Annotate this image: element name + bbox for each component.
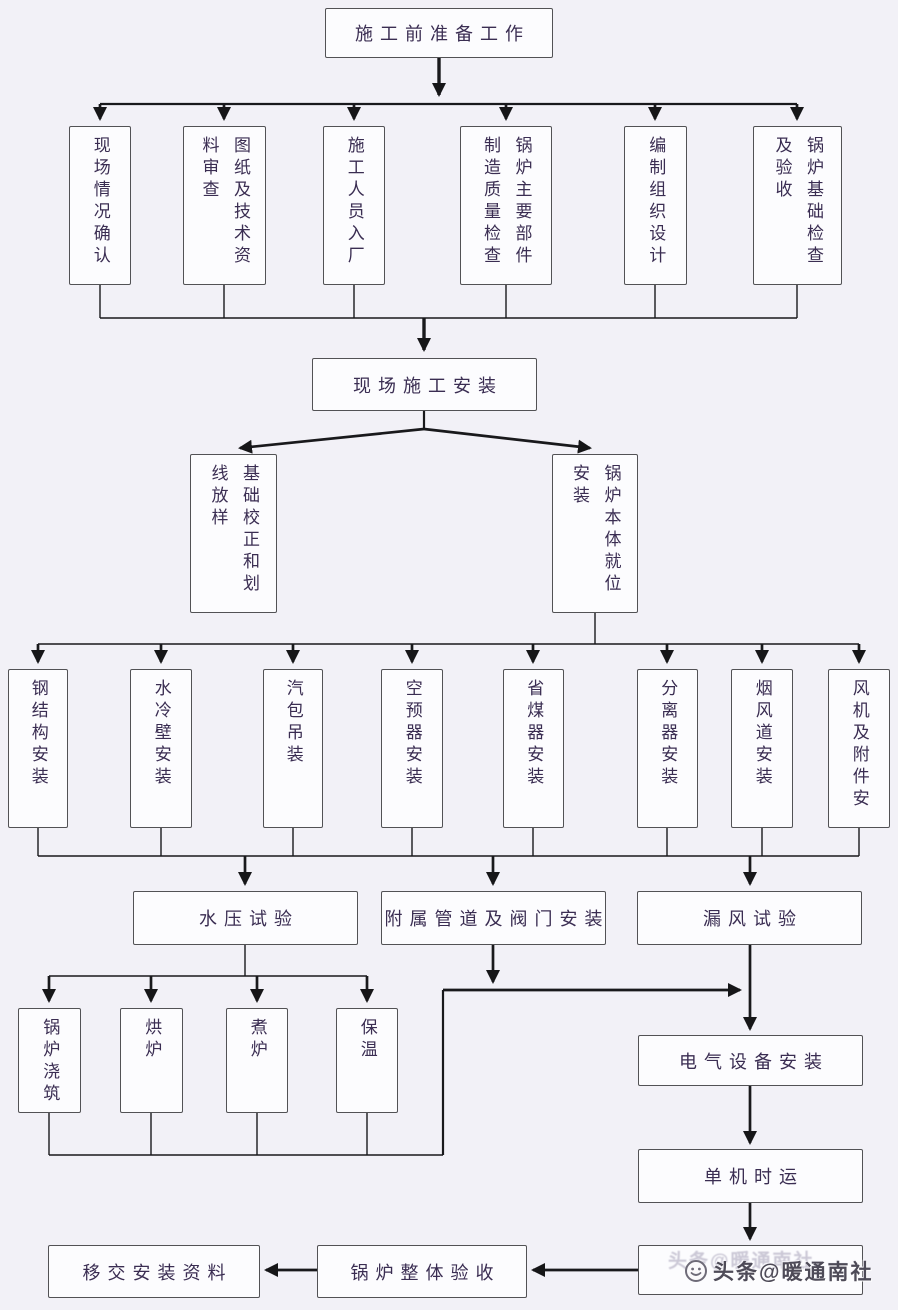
flow-node-steel-structure: 钢结构安装 xyxy=(8,669,68,828)
flow-node-watermarked-step xyxy=(638,1245,863,1295)
flow-node-component-inspection-label: 锅炉主要部件制造质量检查 xyxy=(481,136,532,268)
flow-node-org-design: 编制组织设计 xyxy=(624,126,687,285)
flow-node-site-confirm-label: 现场情况确认 xyxy=(90,136,110,268)
toutiao-logo-icon xyxy=(685,1260,707,1282)
flow-node-water-wall: 水冷壁安装 xyxy=(130,669,192,828)
flow-node-furnace-boiling: 煮炉 xyxy=(226,1008,288,1113)
flow-node-org-design-label: 编制组织设计 xyxy=(646,136,666,268)
flow-node-electrical: 电气设备安装 xyxy=(638,1035,863,1086)
flow-node-foundation-correction-label: 基础校正和划线放样 xyxy=(208,464,259,596)
flow-node-furnace-drying-label: 烘炉 xyxy=(142,1018,162,1062)
flow-node-workers-enter-label: 施工人员入厂 xyxy=(344,136,364,268)
flow-node-insulation: 保温 xyxy=(336,1008,398,1113)
flow-node-drawing-review-label: 图纸及技术资料审查 xyxy=(199,136,250,268)
flow-node-boiler-pouring: 锅炉浇筑 xyxy=(18,1008,81,1113)
flow-node-workers-enter: 施工人员入厂 xyxy=(323,126,385,285)
flow-node-furnace-drying: 烘炉 xyxy=(120,1008,183,1113)
flow-node-economizer-label: 省煤器安装 xyxy=(524,679,544,789)
flow-node-handover-label: 移交安装资料 xyxy=(82,1262,233,1283)
flow-node-hydro-test: 水压试验 xyxy=(133,891,358,945)
flow-node-hydro-test-label: 水压试验 xyxy=(199,909,299,929)
flow-node-handover: 移交安装资料 xyxy=(48,1245,260,1298)
flow-node-site-confirm: 现场情况确认 xyxy=(69,126,131,285)
flow-node-leak-test-label: 漏风试验 xyxy=(703,909,803,929)
flow-node-furnace-boiling-label: 煮炉 xyxy=(247,1018,267,1062)
flow-node-steam-drum-label: 汽包吊装 xyxy=(283,679,303,767)
flow-node-flue-duct: 烟风道安装 xyxy=(731,669,793,828)
flow-node-foundation-check: 锅炉基础检查及验收 xyxy=(753,126,842,285)
flow-node-aux-piping-label: 附属管道及阀门安装 xyxy=(384,909,610,929)
flow-node-air-preheater: 空预器安装 xyxy=(381,669,443,828)
flow-node-overall-acceptance-label: 锅炉整体验收 xyxy=(350,1262,501,1283)
flow-node-single-run: 单机时运 xyxy=(638,1149,863,1203)
flow-node-water-wall-label: 水冷壁安装 xyxy=(151,679,171,789)
flow-node-foundation-check-label: 锅炉基础检查及验收 xyxy=(772,136,823,268)
flow-node-flue-duct-label: 烟风道安装 xyxy=(752,679,772,789)
flow-node-component-inspection: 锅炉主要部件制造质量检查 xyxy=(460,126,552,285)
flow-node-leak-test: 漏风试验 xyxy=(637,891,862,945)
flow-node-steam-drum: 汽包吊装 xyxy=(263,669,323,828)
watermark-text: 头条@暖通南社 xyxy=(713,1261,874,1284)
flow-node-air-preheater-label: 空预器安装 xyxy=(402,679,422,789)
flow-node-fan-accessories-label: 风机及附件安 xyxy=(849,679,869,811)
flow-node-fan-accessories: 风机及附件安 xyxy=(828,669,890,828)
flow-node-separator-label: 分离器安装 xyxy=(658,679,678,789)
watermark: 头条@暖通南社 xyxy=(684,1256,873,1286)
flow-node-economizer: 省煤器安装 xyxy=(503,669,564,828)
flow-node-foundation-correction: 基础校正和划线放样 xyxy=(190,454,277,613)
flow-node-boiler-body-label: 锅炉本体就位安装 xyxy=(570,464,621,596)
flow-node-overall-acceptance: 锅炉整体验收 xyxy=(317,1245,527,1298)
flow-node-boiler-body: 锅炉本体就位安装 xyxy=(552,454,638,613)
flow-node-site-install: 现场施工安装 xyxy=(312,358,537,411)
flow-node-insulation-label: 保温 xyxy=(357,1018,377,1062)
flow-node-aux-piping: 附属管道及阀门安装 xyxy=(381,891,606,945)
flow-node-separator: 分离器安装 xyxy=(637,669,698,828)
flow-node-electrical-label: 电气设备安装 xyxy=(679,1051,829,1072)
flow-node-prep-label: 施工前准备工作 xyxy=(355,24,530,44)
flow-node-prep: 施工前准备工作 xyxy=(325,8,553,58)
flow-node-boiler-pouring-label: 锅炉浇筑 xyxy=(40,1018,60,1106)
flow-node-site-install-label: 现场施工安装 xyxy=(353,375,503,396)
flow-node-single-run-label: 单机时运 xyxy=(704,1167,804,1187)
flow-node-drawing-review: 图纸及技术资料审查 xyxy=(183,126,266,285)
flow-node-steel-structure-label: 钢结构安装 xyxy=(28,679,48,789)
